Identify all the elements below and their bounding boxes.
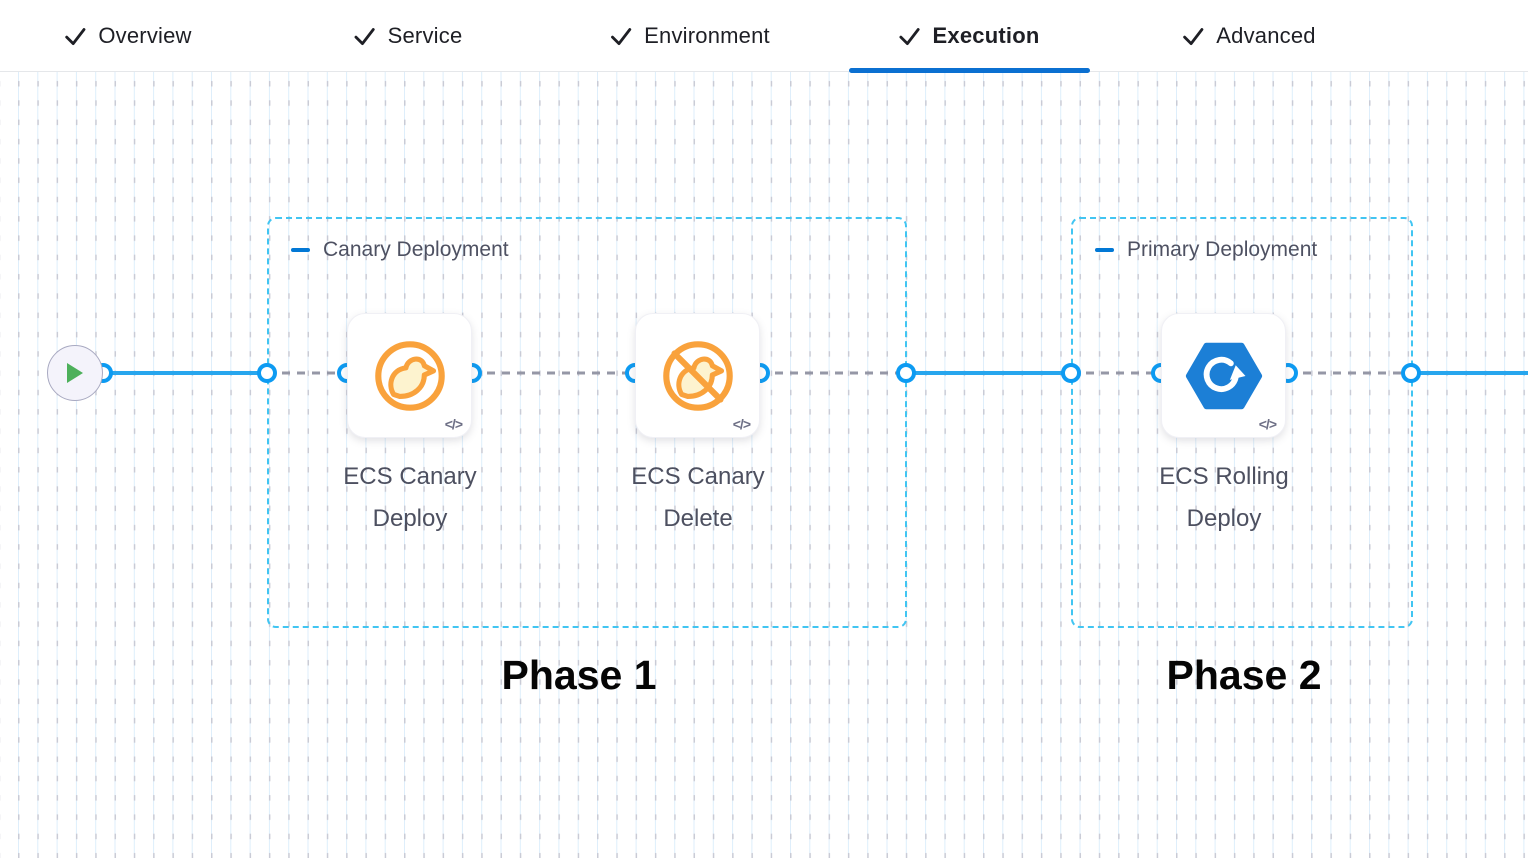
- group-label: Canary Deployment: [323, 238, 509, 261]
- check-icon: [65, 27, 86, 45]
- step-name: ECS Rolling Deploy: [1159, 463, 1289, 532]
- step-name: ECS Canary Delete: [631, 463, 765, 532]
- check-icon: [899, 27, 920, 45]
- tab-execution[interactable]: Execution: [897, 0, 1040, 71]
- tab-environment[interactable]: Environment: [608, 0, 770, 71]
- tab-advanced[interactable]: Advanced: [1180, 0, 1316, 71]
- tab-label: Environment: [644, 22, 770, 48]
- collapse-icon[interactable]: [1095, 248, 1114, 252]
- step-card-ecs-rolling-deploy[interactable]: </>: [1161, 313, 1286, 438]
- ecs-rolling-icon: [1185, 342, 1262, 409]
- tab-label: Overview: [98, 22, 192, 48]
- tab-overview[interactable]: Overview: [62, 0, 191, 71]
- connector-port[interactable]: [1401, 363, 1421, 383]
- step-card-ecs-canary-delete[interactable]: </>: [635, 313, 760, 438]
- connector-port[interactable]: [896, 363, 916, 383]
- tab-label: Service: [387, 22, 463, 48]
- check-icon: [1183, 27, 1204, 45]
- group-header-canary[interactable]: Canary Deployment: [291, 238, 509, 262]
- group-header-primary[interactable]: Primary Deployment: [1095, 238, 1317, 262]
- setup-tab-bar: Overview Service Environment Execution A…: [0, 0, 1528, 73]
- canary-delete-icon: [662, 340, 733, 411]
- group-label: Primary Deployment: [1127, 238, 1318, 261]
- code-icon: </>: [444, 416, 463, 432]
- pipeline-canvas[interactable]: Canary Deployment Primary Deployment: [0, 72, 1528, 858]
- group-box-canary-deployment[interactable]: [267, 217, 907, 628]
- play-icon: [67, 363, 83, 383]
- tab-service[interactable]: Service: [352, 0, 463, 71]
- pipeline-start-node[interactable]: [47, 345, 103, 401]
- code-icon: </>: [732, 416, 751, 432]
- phase-label: Phase 1: [501, 652, 657, 698]
- tab-label: Execution: [932, 22, 1040, 48]
- phase-label: Phase 2: [1166, 652, 1322, 698]
- connector-port[interactable]: [1061, 363, 1081, 383]
- check-icon: [611, 27, 632, 45]
- connector-port[interactable]: [257, 363, 277, 383]
- code-icon: </>: [1258, 416, 1277, 432]
- check-icon: [354, 27, 375, 45]
- step-name: ECS Canary Deploy: [343, 463, 477, 532]
- canvas-grid: [0, 72, 1528, 858]
- group-box-primary-deployment[interactable]: [1071, 217, 1413, 628]
- step-card-ecs-canary-deploy[interactable]: </>: [347, 313, 472, 438]
- canary-icon: [374, 340, 445, 411]
- collapse-icon[interactable]: [291, 248, 310, 252]
- active-tab-underline: [849, 68, 1090, 73]
- tab-label: Advanced: [1216, 22, 1316, 48]
